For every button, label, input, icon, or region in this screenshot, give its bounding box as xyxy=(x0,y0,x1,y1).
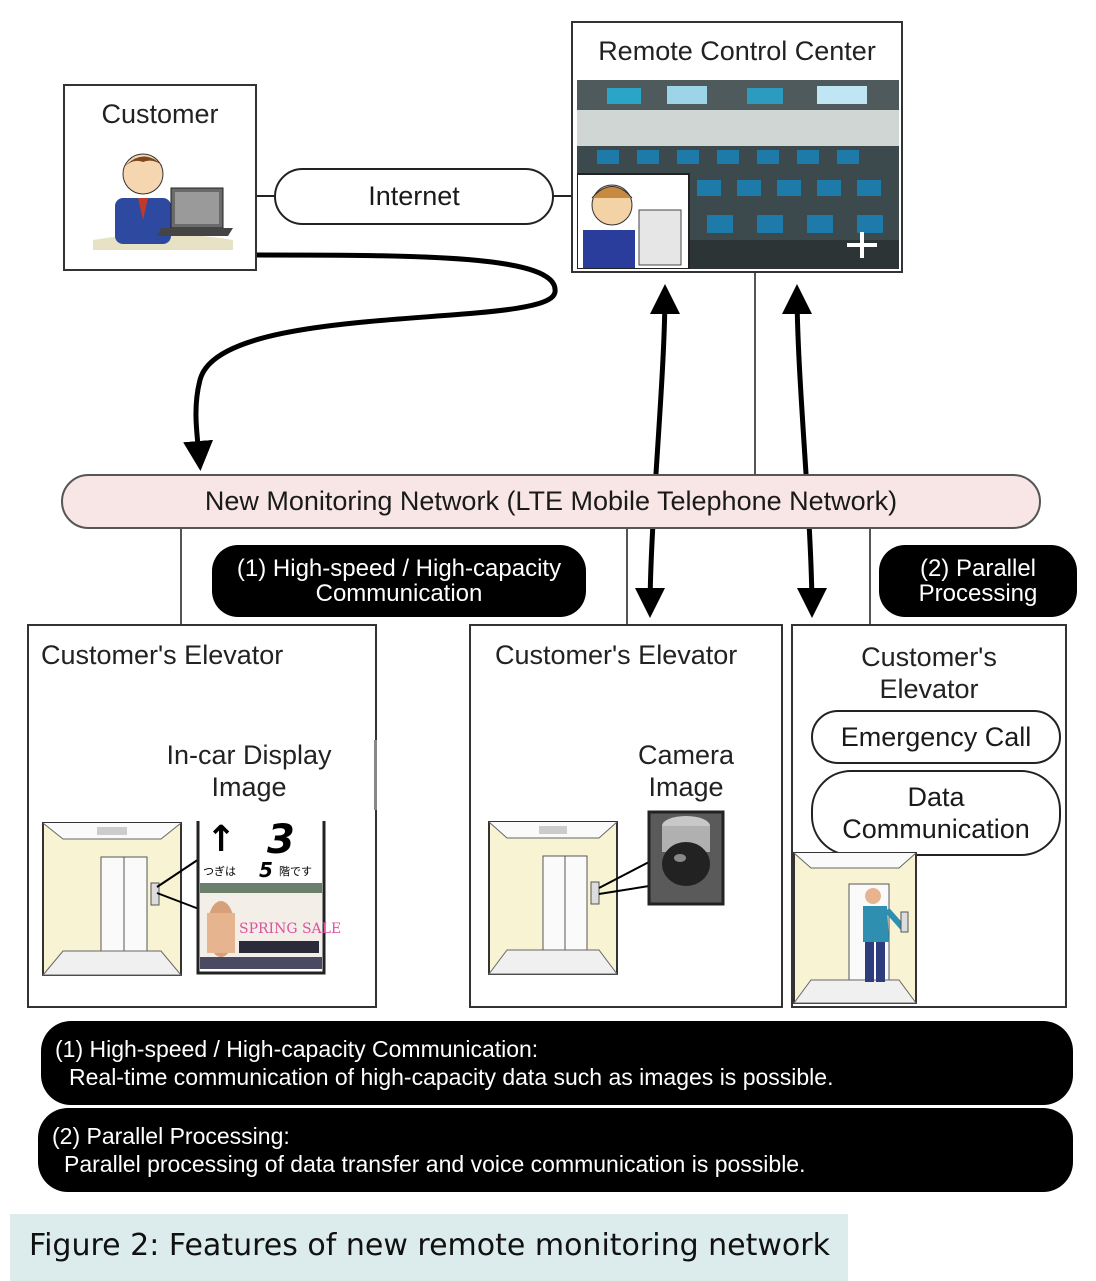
elevator-car-illustration xyxy=(488,821,618,975)
camera-data-arrow xyxy=(635,284,680,618)
passenger-illustration xyxy=(863,888,906,982)
in-car-display-label: In-car Display Image xyxy=(154,739,344,804)
monitoring-network: New Monitoring Network (LTE Mobile Telep… xyxy=(61,474,1041,529)
control-room-photo xyxy=(577,80,899,269)
elevator-3-title-line1: Customer's xyxy=(861,642,997,672)
elevator-box-3: Customer's Elevator Emergency Call Data … xyxy=(791,624,1067,1008)
elevator-3-title: Customer's Elevator xyxy=(793,641,1065,706)
display-floor: 3 xyxy=(267,821,295,863)
remote-control-center: Remote Control Center xyxy=(571,21,903,273)
display-banner: SPRING SALE xyxy=(239,921,341,937)
elevator-2-illustration xyxy=(488,810,725,975)
customer-illustration xyxy=(93,153,233,250)
internet-cloud: Internet xyxy=(274,168,554,225)
parallel-data-arrow xyxy=(782,284,827,618)
feature-tag-2: (2) Parallel Processing xyxy=(879,545,1077,617)
customer-title: Customer xyxy=(101,99,219,129)
feature-tag-1-line2: Communication xyxy=(315,580,483,607)
elevator-box-2: Customer's Elevator Camera Image xyxy=(469,624,783,1008)
elevator-1-title: Customer's Elevator xyxy=(41,640,284,670)
network-label: New Monitoring Network (LTE Mobile Telep… xyxy=(204,486,898,516)
svg-text:↑: ↑ xyxy=(206,821,236,860)
emergency-call-pill: Emergency Call xyxy=(811,710,1061,764)
internet-label: Internet xyxy=(368,181,460,211)
caption-text: Figure 2: Features of new remote monitor… xyxy=(29,1228,830,1263)
data-communication-pill: Data Communication xyxy=(811,770,1061,856)
figure-caption: Figure 2: Features of new remote monitor… xyxy=(10,1214,848,1281)
customer-network-curve xyxy=(183,252,558,471)
customer-box: Customer xyxy=(63,84,257,271)
note-1-body: Real-time communication of high-capacity… xyxy=(69,1064,834,1090)
note-2-heading: (2) Parallel Processing: xyxy=(52,1123,290,1149)
data-communication-line1: Data xyxy=(907,781,965,812)
note-2-body: Parallel processing of data transfer and… xyxy=(64,1151,806,1177)
divider xyxy=(374,740,377,810)
feature-tag-2-line1: (2) Parallel xyxy=(919,554,1037,582)
elevator-3-illustration xyxy=(793,852,917,1004)
emergency-call-label: Emergency Call xyxy=(840,721,1032,752)
feature-tag-2-line2: Processing xyxy=(918,580,1038,607)
note-1-heading: (1) High-speed / High-capacity Communica… xyxy=(55,1036,539,1062)
in-car-display-label-line1: In-car Display xyxy=(166,740,332,770)
display-next-floor: 5 xyxy=(259,858,273,882)
display-next-suffix: 階です xyxy=(279,864,312,878)
elevator-car-illustration xyxy=(41,822,183,976)
elevator-box-1: Customer's Elevator In-car Display Image… xyxy=(27,624,377,1008)
display-next-prefix: つぎは xyxy=(203,864,236,878)
camera-image-label-line2: Image xyxy=(648,772,724,803)
in-car-display-label-line2: Image xyxy=(211,772,287,803)
camera-image-label: Camera Image xyxy=(621,739,751,804)
camera-image-label-line1: Camera xyxy=(637,740,735,770)
elevator-2-title: Customer's Elevator xyxy=(495,640,738,670)
note-2: (2) Parallel Processing: Parallel proces… xyxy=(38,1108,1073,1192)
note-1: (1) High-speed / High-capacity Communica… xyxy=(41,1021,1073,1105)
elevator-1-illustration: ↑ 3 つぎは 5 階です SPRING SALE xyxy=(41,821,341,976)
feature-tag-1: (1) High-speed / High-capacity Communica… xyxy=(212,545,586,617)
feature-tag-1-line1: (1) High-speed / High-capacity xyxy=(236,554,562,582)
elevator-3-title-line2: Elevator xyxy=(879,674,979,705)
remote-center-title: Remote Control Center xyxy=(598,36,876,66)
data-communication-line2: Communication xyxy=(842,814,1030,844)
